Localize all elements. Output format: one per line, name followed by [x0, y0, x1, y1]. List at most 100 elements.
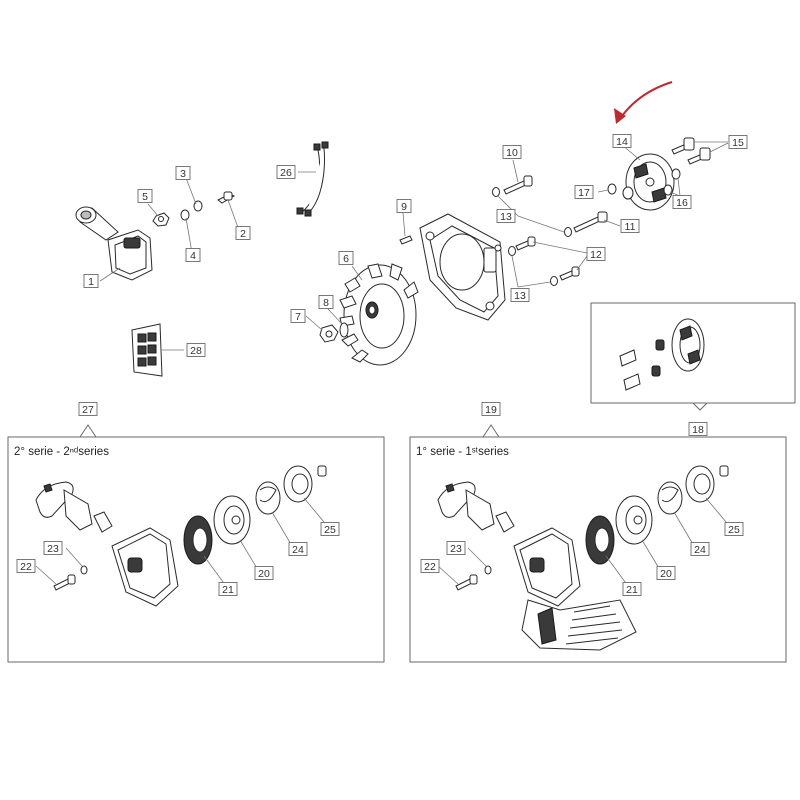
callout-text: 27 [82, 404, 94, 416]
callout-21: 21 [622, 582, 642, 596]
callout-2: 2 [235, 226, 251, 240]
callout-19: 19 [481, 402, 501, 416]
part-nut-5 [147, 203, 170, 227]
callout-text: 13 [514, 290, 526, 302]
s2-cap-25 [283, 465, 327, 523]
callout-23: 23 [446, 541, 466, 555]
s1-cap-25 [685, 465, 729, 523]
part-wiring-26 [296, 141, 329, 217]
s2-washer-23 [65, 547, 88, 575]
callout-10: 10 [502, 145, 522, 159]
callout-text: 7 [295, 311, 301, 323]
callout-text: 20 [258, 568, 270, 580]
callout-text: 10 [506, 147, 518, 159]
callout-text: 24 [292, 544, 304, 556]
callout-text: 13 [500, 211, 512, 223]
callout-22: 22 [16, 559, 36, 573]
callout-8: 8 [318, 295, 334, 309]
s1-starter-cover [513, 527, 637, 651]
callout-27: 27 [78, 402, 98, 416]
part-pin-9 [399, 212, 413, 245]
callout-6: 6 [338, 251, 354, 265]
callout-20: 20 [656, 566, 676, 580]
callout-7: 7 [290, 309, 306, 323]
part-bolt-10 [503, 159, 533, 195]
s2-pulley-20 [213, 495, 259, 571]
callout-13: 13 [510, 288, 530, 302]
callout-text: 22 [20, 561, 32, 573]
callout-text: 25 [324, 524, 336, 536]
s2-spring-24 [255, 481, 293, 547]
part-washer-17 [597, 183, 634, 200]
callout-16: 16 [672, 195, 692, 209]
callout-21: 21 [218, 582, 238, 596]
callout-text: 18 [692, 424, 704, 436]
part-screw-2 [217, 191, 241, 234]
callout-26: 26 [276, 165, 296, 179]
callout-text: 21 [222, 584, 234, 596]
callout-text: 2 [240, 228, 246, 240]
callout-3: 3 [175, 166, 191, 180]
part-nut-4 [180, 209, 193, 254]
part-heat-shield-28 [131, 323, 184, 377]
callout-text: 23 [450, 543, 462, 555]
callout-text: 15 [732, 137, 744, 149]
callout-11: 11 [620, 219, 640, 233]
callout-text: 5 [142, 191, 148, 203]
callout-1: 1 [83, 274, 99, 288]
callout-18: 18 [688, 422, 708, 436]
callout-text: 11 [625, 221, 636, 233]
callout-4: 4 [185, 248, 201, 262]
callout-text: 26 [280, 167, 292, 179]
callout-text: 6 [343, 253, 349, 265]
callout-text: 17 [578, 187, 590, 199]
callout-22: 22 [420, 559, 440, 573]
inset-box-18 [590, 302, 796, 411]
s2-starter-handle [35, 481, 113, 533]
callout-5: 5 [137, 189, 153, 203]
part-washers-13 [492, 187, 572, 288]
part-flywheel-6 [339, 263, 419, 366]
callout-text: 12 [590, 249, 602, 261]
callout-text: 16 [676, 197, 688, 209]
series2-title: 2° serie - 2ⁿᵈseries [14, 446, 109, 458]
callout-28: 28 [186, 343, 206, 357]
s1-starter-handle [437, 481, 515, 533]
callout-9: 9 [396, 199, 412, 213]
callout-24: 24 [690, 542, 710, 556]
s2-seal-21 [183, 515, 227, 587]
callout-text: 28 [190, 345, 202, 357]
series2-frame [7, 424, 385, 663]
callout-12: 12 [586, 247, 606, 261]
callout-text: 9 [401, 201, 407, 213]
part-nut-7 [305, 315, 339, 343]
callout-text: 20 [660, 568, 672, 580]
s1-seal-21 [585, 515, 629, 587]
callout-13: 13 [496, 209, 516, 223]
callout-text: 23 [47, 543, 59, 555]
part-screws-12 [515, 236, 588, 281]
part-washer-3 [185, 177, 203, 212]
callout-14: 14 [612, 134, 632, 148]
series1-frame [409, 424, 787, 663]
s1-screw-22 [437, 565, 478, 591]
part-ignition-coil [75, 206, 153, 282]
s1-washer-23 [467, 547, 492, 575]
callout-24: 24 [288, 542, 308, 556]
part-bolt-11 [573, 211, 621, 233]
series1-title: 1° serie - 1ˢᵗseries [416, 446, 509, 458]
s1-spring-24 [657, 481, 695, 547]
callout-25: 25 [320, 522, 340, 536]
callout-text: 14 [616, 136, 628, 148]
callout-text: 19 [485, 404, 497, 416]
part-washer-8 [327, 308, 349, 338]
callout-text: 8 [323, 297, 329, 309]
highlight-arrow [614, 81, 673, 124]
callout-25: 25 [724, 522, 744, 536]
s1-pulley-20 [615, 495, 661, 571]
callout-text: 1 [88, 276, 94, 288]
callout-20: 20 [254, 566, 274, 580]
callout-17: 17 [574, 185, 594, 199]
